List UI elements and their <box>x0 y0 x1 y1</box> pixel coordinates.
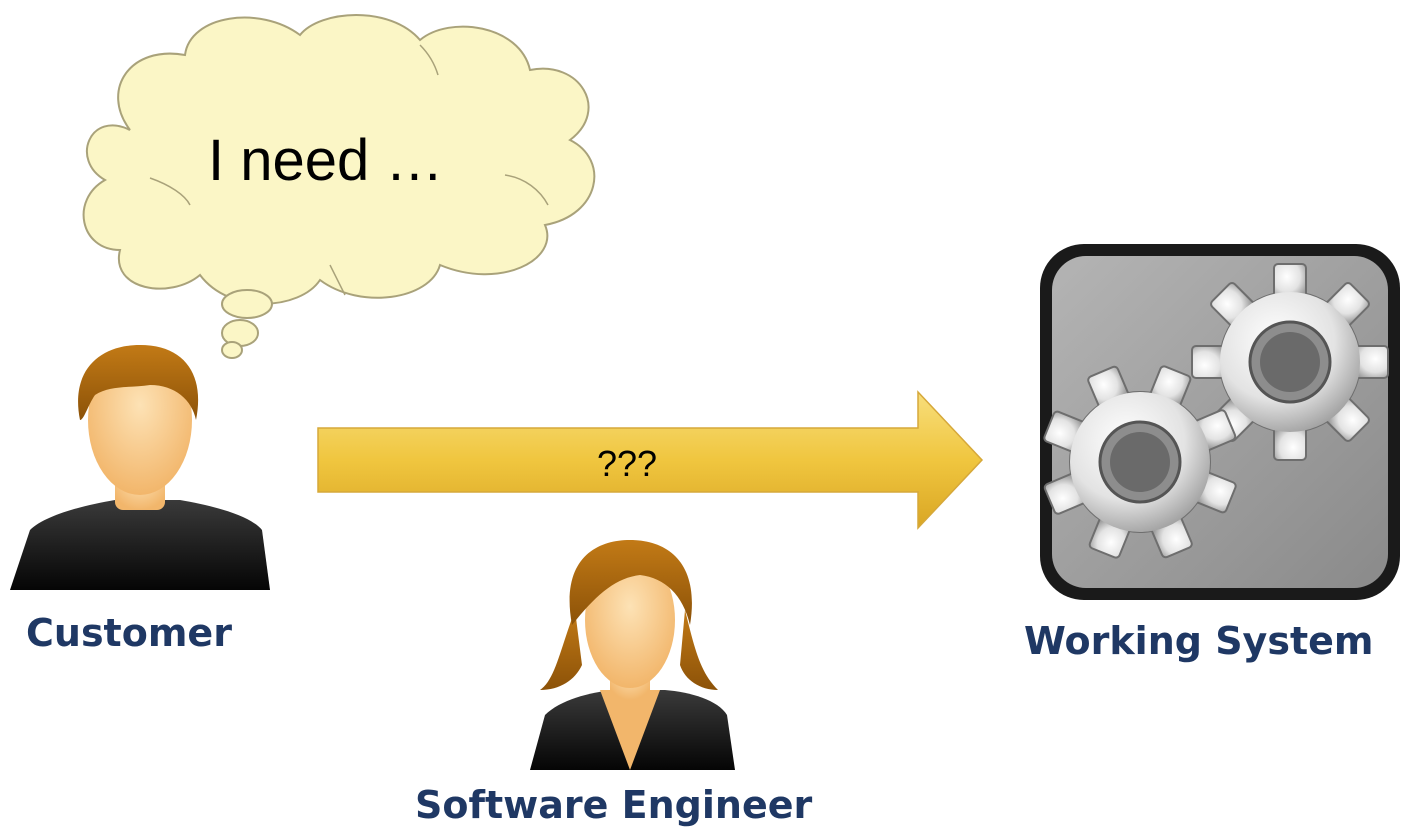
working-system-label: Working System <box>1024 619 1374 663</box>
right-arrow <box>317 390 984 530</box>
thought-bubble <box>82 14 596 359</box>
female-user-icon <box>530 540 735 770</box>
arrow-label: ??? <box>597 443 658 484</box>
gear-small <box>1043 365 1237 559</box>
male-user-icon <box>10 345 270 590</box>
customer-label: Customer <box>26 611 232 655</box>
gears-icon <box>1040 244 1400 600</box>
thought-text: I need … <box>208 128 444 193</box>
gear-large <box>1191 263 1389 461</box>
software-engineer-label: Software Engineer <box>415 783 813 827</box>
